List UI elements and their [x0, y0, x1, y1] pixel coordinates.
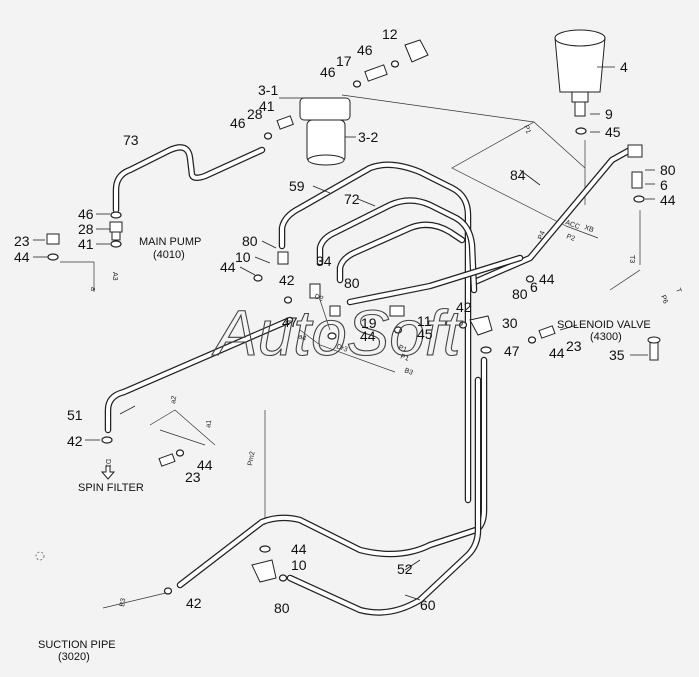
solenoid-valve-label: SOLENOID VALVE: [557, 319, 651, 331]
svg-text:B3: B3: [403, 367, 414, 377]
part-number: 60: [420, 597, 436, 613]
svg-text:D1: D1: [104, 459, 111, 468]
part-number: 6: [530, 279, 538, 295]
suction-pipe-label: SUCTION PIPE: [38, 639, 116, 651]
part-number: 35: [609, 347, 625, 363]
spin-filter-label: SPIN FILTER: [78, 482, 144, 494]
spin-filter-arrow: [100, 465, 116, 480]
part-number: 28: [78, 221, 94, 237]
part-number: 44: [360, 328, 376, 344]
part-number: 80: [242, 233, 258, 249]
section-labels: MAIN PUMP (4010) SOLENOID VALVE (4300) S…: [38, 236, 651, 663]
part-number: 45: [417, 326, 433, 342]
part-number: 44: [549, 345, 565, 361]
hoses: [104, 144, 634, 616]
main-pump-code: (4010): [153, 249, 185, 261]
part-number: 9: [605, 106, 613, 122]
part-number: 84: [510, 167, 526, 183]
svg-text:T: T: [674, 287, 682, 294]
part-number: 52: [397, 561, 413, 577]
part-number: 80: [274, 600, 290, 616]
svg-text:P1: P1: [399, 353, 410, 363]
part-number: 10: [235, 249, 251, 265]
part-number: 19: [361, 315, 377, 331]
part-number: 3-2: [358, 129, 378, 145]
part-number: 42: [279, 272, 295, 288]
o-rings: [47, 60, 645, 595]
part-number: 42: [67, 433, 83, 449]
part-number: 46: [320, 64, 336, 80]
filter-head: [299, 97, 351, 121]
svg-text:ACC: ACC: [564, 219, 580, 231]
part-number: 51: [67, 407, 83, 423]
watermark: AutoSoft: [211, 297, 463, 369]
part-number: 72: [344, 191, 360, 207]
part-number: 30: [502, 315, 518, 331]
part-number: 23: [14, 233, 30, 249]
part-number: 46: [357, 42, 373, 58]
svg-text:Dr3: Dr3: [335, 343, 348, 353]
part-number: 42: [456, 299, 472, 315]
port-tags: P1 A3 a ACC XB P2 P4 T3 P6 T P1 a4 D2 Dr…: [89, 124, 682, 607]
svg-text:B3: B3: [119, 598, 127, 608]
part-number: 28: [247, 106, 263, 122]
part-number: 80: [512, 286, 528, 302]
part-number: 4: [620, 59, 628, 75]
part-number: 23: [566, 338, 582, 354]
svg-text:a: a: [89, 287, 96, 291]
elbow-fitting: [404, 39, 429, 63]
components: [46, 29, 661, 583]
part-number: 80: [344, 275, 360, 291]
svg-text:a4: a4: [297, 333, 307, 342]
part-number: 41: [259, 98, 275, 114]
part-number: 23: [185, 469, 201, 485]
svg-text:a1: a1: [205, 419, 213, 428]
svg-text:A3: A3: [111, 272, 118, 281]
part-number: 44: [220, 259, 236, 275]
svg-text:P2: P2: [565, 233, 576, 243]
part-number: 41: [78, 236, 94, 252]
part-number: 34: [316, 253, 332, 269]
pilot-lines: [60, 94, 641, 609]
part-number: 47: [504, 343, 520, 359]
part-number: 73: [123, 132, 139, 148]
svg-text:Pm2: Pm2: [247, 451, 256, 466]
part-number: 12: [382, 26, 398, 42]
svg-text:T3: T3: [628, 255, 635, 263]
solenoid-valve-code: (4300): [590, 331, 622, 343]
leader-lines: [33, 66, 655, 601]
part-number: 3-1: [258, 82, 278, 98]
main-pump-label: MAIN PUMP: [139, 236, 201, 248]
part-number: 44: [14, 249, 30, 265]
part-number: 44: [291, 541, 307, 557]
svg-text:P1: P1: [397, 344, 408, 354]
part-number: 44: [660, 192, 676, 208]
part-number-labels: 12 4 46 17 46 9 45 3-1 41 28 46 3-2 73 8…: [14, 26, 676, 616]
part-number: 80: [660, 162, 676, 178]
part-number: 10: [291, 557, 307, 573]
part-number: 42: [186, 595, 202, 611]
part-number: 11: [417, 313, 432, 329]
part-number: 47: [282, 314, 298, 330]
part-number: 44: [197, 457, 213, 473]
svg-text:P4: P4: [537, 230, 547, 241]
part-number: 45: [605, 124, 621, 140]
svg-text:a2: a2: [170, 395, 178, 404]
part-number: 59: [289, 178, 305, 194]
part-number: 6: [660, 177, 668, 193]
part-number: 17: [336, 53, 352, 69]
suction-pipe-code: (3020): [58, 651, 90, 663]
part-number: 46: [78, 206, 94, 222]
svg-text:P6: P6: [659, 294, 669, 305]
svg-text:D2: D2: [313, 293, 324, 303]
svg-text:XB: XB: [583, 224, 594, 234]
svg-text:P1: P1: [522, 124, 532, 135]
marker-circle: [35, 551, 45, 561]
part-number: 46: [230, 115, 246, 131]
part-number: 44: [539, 271, 555, 287]
